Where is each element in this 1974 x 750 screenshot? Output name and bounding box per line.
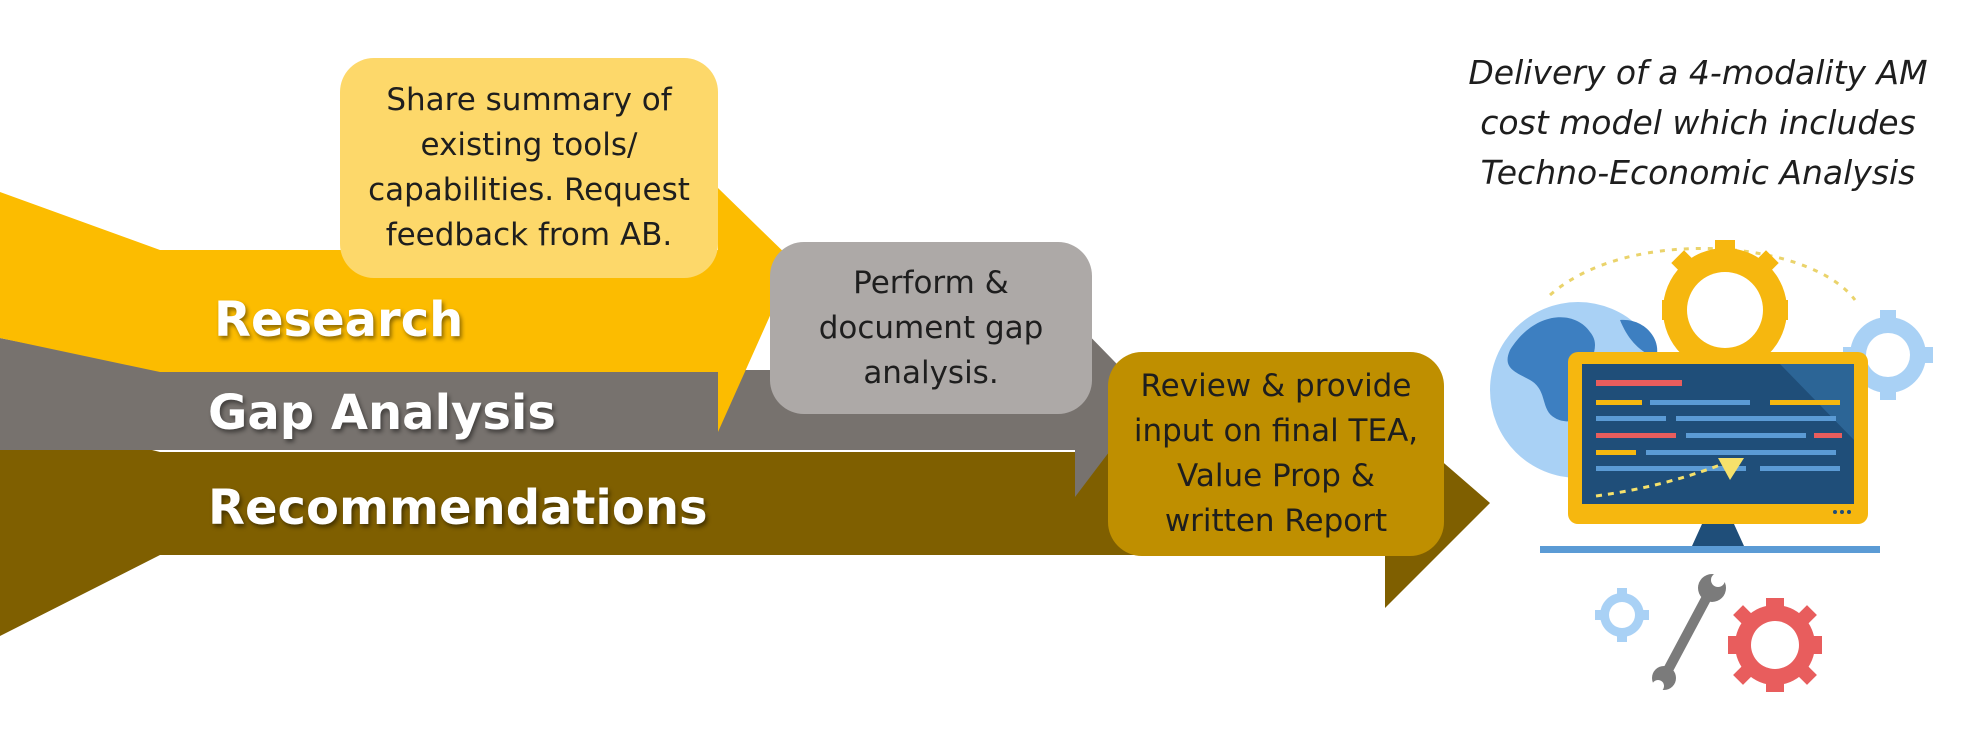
band-label-gap-analysis: Gap Analysis (208, 385, 556, 441)
research-arrow (0, 188, 794, 432)
step-box-recommendations: Review & provide input on final TEA, Val… (1108, 352, 1444, 556)
step-text-recommendations: Review & provide input on final TEA, Val… (1133, 368, 1419, 539)
step-box-research: Share summary of existing tools/ capabil… (340, 58, 718, 278)
tech-illustration (1490, 240, 1933, 692)
step-text-gap-analysis: Perform & document gap analysis. (818, 264, 1044, 391)
light-gear-icon (1843, 310, 1933, 400)
step-box-gap-analysis: Perform & document gap analysis. (770, 242, 1092, 414)
band-label-research: Research (214, 292, 464, 348)
red-gear-icon (1728, 598, 1822, 692)
band-label-recommendations: Recommendations (208, 480, 708, 536)
small-gear-icon (1595, 588, 1649, 642)
outcome-caption: Delivery of a 4-modality AM cost model w… (1468, 53, 1928, 192)
wrench-icon (1652, 573, 1726, 692)
step-text-research: Share summary of existing tools/ capabil… (368, 82, 690, 253)
gap-analysis-arrow (0, 321, 1150, 497)
monitor-icon (1540, 352, 1880, 553)
